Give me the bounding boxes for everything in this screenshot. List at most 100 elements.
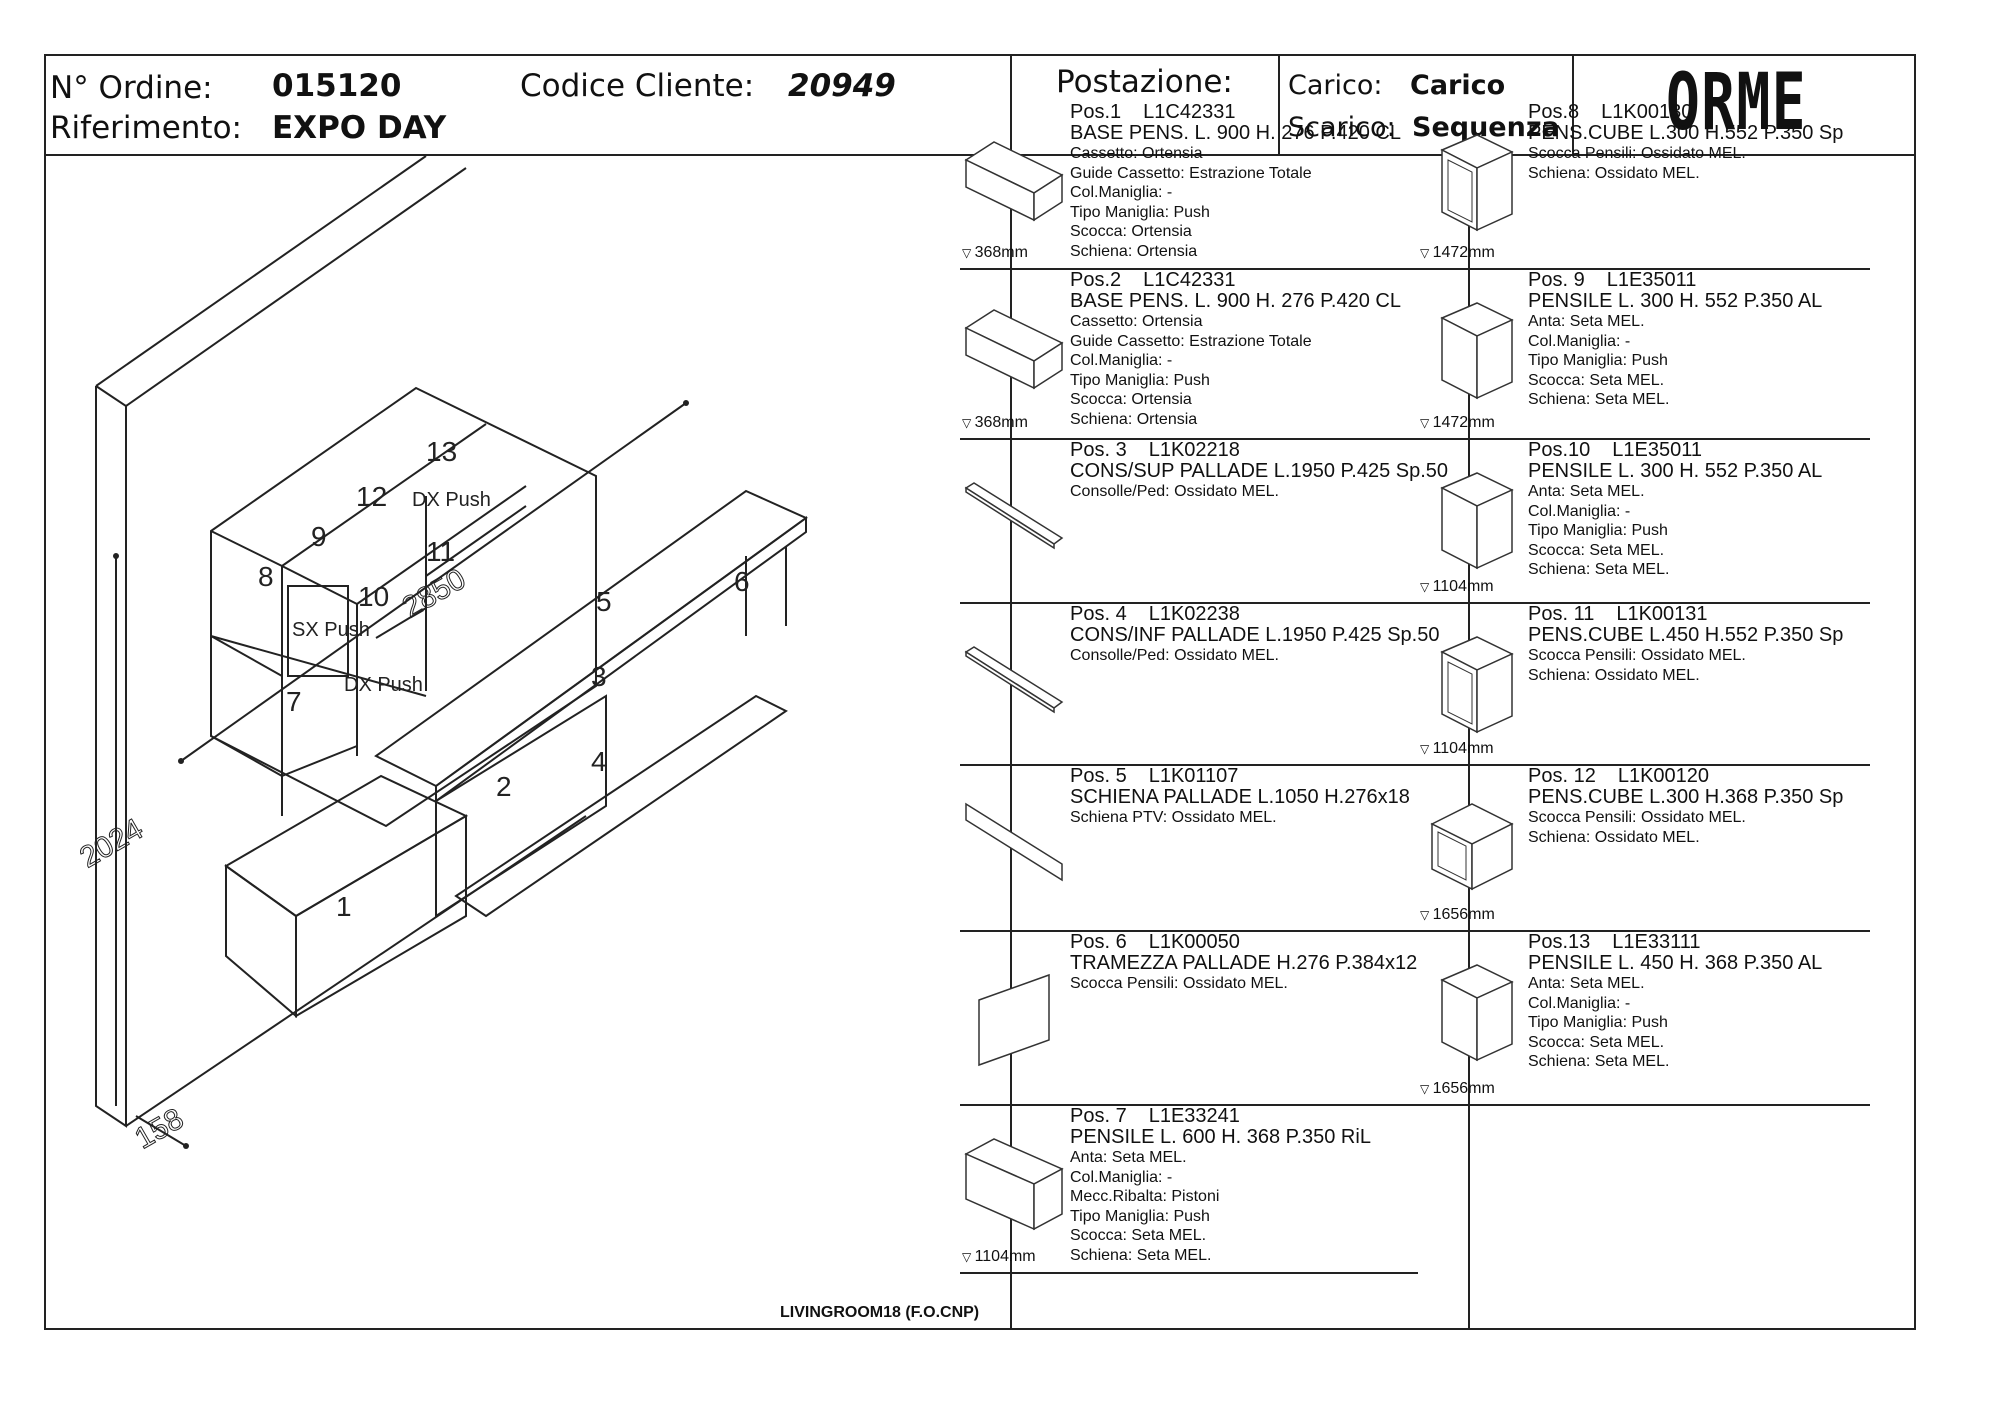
- position-detail: Scocca: Ortensia: [1070, 391, 1192, 408]
- push-label: DX Push: [344, 674, 423, 696]
- part-label: 12: [356, 481, 387, 512]
- part-label: 13: [426, 436, 457, 467]
- part-label: 7: [286, 686, 302, 717]
- position-code: L1K02218: [1148, 439, 1240, 461]
- position-title: Pos. 6: [1070, 931, 1127, 953]
- position-detail: Schiena: Seta MEL.: [1528, 561, 1670, 578]
- floor-level-icon: ▽: [1420, 908, 1433, 922]
- mounting-height: ▽ 368mm: [962, 244, 1028, 262]
- part-label: 10: [358, 581, 389, 612]
- height-dimension: 2024: [74, 812, 148, 874]
- station-label: Postazione:: [1056, 64, 1233, 100]
- unload-label: Scarico:: [1288, 112, 1396, 143]
- position-description: TRAMEZZA PALLADE H.276 P.384x12: [1070, 952, 1418, 974]
- position-detail: Schiena: Ossidato MEL.: [1528, 666, 1700, 684]
- wall-unit-door-icon: [1422, 298, 1522, 400]
- position-detail: Scocca: Seta MEL.: [1528, 541, 1665, 559]
- floor-level-icon: ▽: [962, 1250, 975, 1264]
- position-title: Pos. 7: [1070, 1105, 1127, 1127]
- unload-value: Sequenza: [1412, 112, 1560, 143]
- drawer-base-icon: [964, 298, 1064, 398]
- order-sheet: N° Ordine: 015120 Codice Cliente: 20949 …: [44, 54, 1916, 1330]
- position-code: L1K00050: [1148, 931, 1240, 953]
- floor-level-icon: ▽: [1420, 416, 1433, 430]
- width-dimension: 2850: [397, 562, 471, 624]
- position-detail: Schiena: Ossidato MEL.: [1528, 828, 1700, 846]
- position-detail: Tipo Maniglia: Push: [1070, 1207, 1210, 1225]
- position-detail: Guide Cassetto: Estrazione Totale: [1070, 332, 1312, 350]
- position-detail: Scocca Pensili: Ossidato MEL.: [1528, 145, 1746, 162]
- mounting-height: ▽ 368mm: [962, 414, 1028, 432]
- client-code-value: 20949: [788, 68, 896, 104]
- load-value: Carico: [1410, 70, 1506, 101]
- position-detail: Schiena: Ortensia: [1070, 410, 1198, 428]
- position-title: Pos.8: [1528, 101, 1580, 123]
- position-detail: Col.Maniglia: -: [1528, 502, 1631, 520]
- open-cube-icon: [1422, 794, 1522, 894]
- floor-level-icon: ▽: [1420, 246, 1433, 260]
- position-detail: Schiena: Seta MEL.: [1528, 391, 1670, 408]
- position-code: L1C42331: [1143, 101, 1236, 123]
- partition-panel-icon: [964, 960, 1064, 1067]
- wall-unit-door-icon: [1422, 468, 1522, 570]
- height-value: 368mm: [974, 414, 1028, 431]
- project-name: LIVINGROOM18 (F.O.CNP): [780, 1304, 980, 1321]
- position-code: L1K00131: [1616, 603, 1708, 625]
- position-detail: Col.Maniglia: -: [1528, 332, 1631, 350]
- position-title: Pos. 9: [1528, 269, 1585, 291]
- floor-level-icon: ▽: [1420, 580, 1433, 594]
- position-title: Pos. 5: [1070, 765, 1127, 787]
- assembly-drawing: 1 2 3 4 5 6 7 8 9 10 11 12 13 SX Push DX…: [74, 155, 808, 1156]
- part-label: 8: [258, 561, 274, 592]
- position-detail: Mecc.Ribalta: Pistoni: [1070, 1188, 1220, 1205]
- mounting-height: ▽ 1104mm: [962, 1248, 1036, 1266]
- position-description: PENSILE L. 600 H. 368 P.350 RiL: [1070, 1126, 1371, 1148]
- position-title: Pos.13: [1528, 931, 1591, 953]
- position-detail: Tipo Maniglia: Push: [1528, 352, 1668, 369]
- back-panel-icon: [964, 794, 1064, 894]
- position-description: PENSILE L. 300 H. 552 P.350 AL: [1528, 290, 1823, 312]
- position-detail: Scocca: Seta MEL.: [1070, 1227, 1207, 1244]
- push-label: SX Push: [292, 619, 370, 641]
- height-value: 1104mm: [974, 1248, 1036, 1265]
- position-description: PENSILE L. 450 H. 368 P.350 AL: [1528, 952, 1823, 974]
- position-code: L1E33241: [1148, 1105, 1240, 1127]
- position-code: L1E33111: [1612, 931, 1701, 953]
- position-detail: Consolle/Ped: Ossidato MEL.: [1070, 483, 1279, 500]
- depth-dimension: 158: [129, 1102, 189, 1156]
- position-code: L1E35011: [1612, 439, 1702, 461]
- order-label: N° Ordine:: [50, 70, 213, 106]
- mounting-height: ▽ 1104mm: [1420, 740, 1494, 758]
- floor-level-icon: ▽: [962, 246, 975, 260]
- mounting-height: ▽ 1472mm: [1420, 244, 1495, 262]
- floor-level-icon: ▽: [1420, 1082, 1433, 1096]
- height-value: 1656mm: [1432, 906, 1495, 923]
- position-detail: Col.Maniglia: -: [1070, 352, 1173, 369]
- height-value: 1656mm: [1432, 1080, 1495, 1097]
- position-detail: Schiena: Seta MEL.: [1070, 1246, 1212, 1264]
- push-label: DX Push: [412, 489, 491, 511]
- position-detail: Tipo Maniglia: Push: [1528, 522, 1668, 539]
- position-detail: Schiena: Ossidato MEL.: [1528, 164, 1700, 182]
- position-detail: Tipo Maniglia: Push: [1070, 203, 1210, 221]
- floor-level-icon: ▽: [962, 416, 975, 430]
- position-description: PENS.CUBE L.450 H.552 P.350 Sp: [1528, 624, 1844, 646]
- position-description: CONS/SUP PALLADE L.1950 P.425 Sp.50: [1070, 460, 1449, 482]
- wall-unit-door-icon: [1422, 960, 1522, 1062]
- position-detail: Schiena: Ortensia: [1070, 242, 1198, 260]
- position-code: L1K01107: [1148, 765, 1239, 787]
- position-detail: Consolle/Ped: Ossidato MEL.: [1070, 647, 1279, 664]
- position-code: L1C42331: [1143, 269, 1236, 291]
- position-code: L1K00130: [1601, 101, 1693, 123]
- position-title: Pos.1: [1070, 101, 1122, 123]
- position-detail: Scocca Pensili: Ossidato MEL.: [1528, 647, 1746, 664]
- position-detail: Cassetto: Ortensia: [1070, 145, 1203, 162]
- header-bar: N° Ordine: 015120 Codice Cliente: 20949 …: [46, 56, 1914, 156]
